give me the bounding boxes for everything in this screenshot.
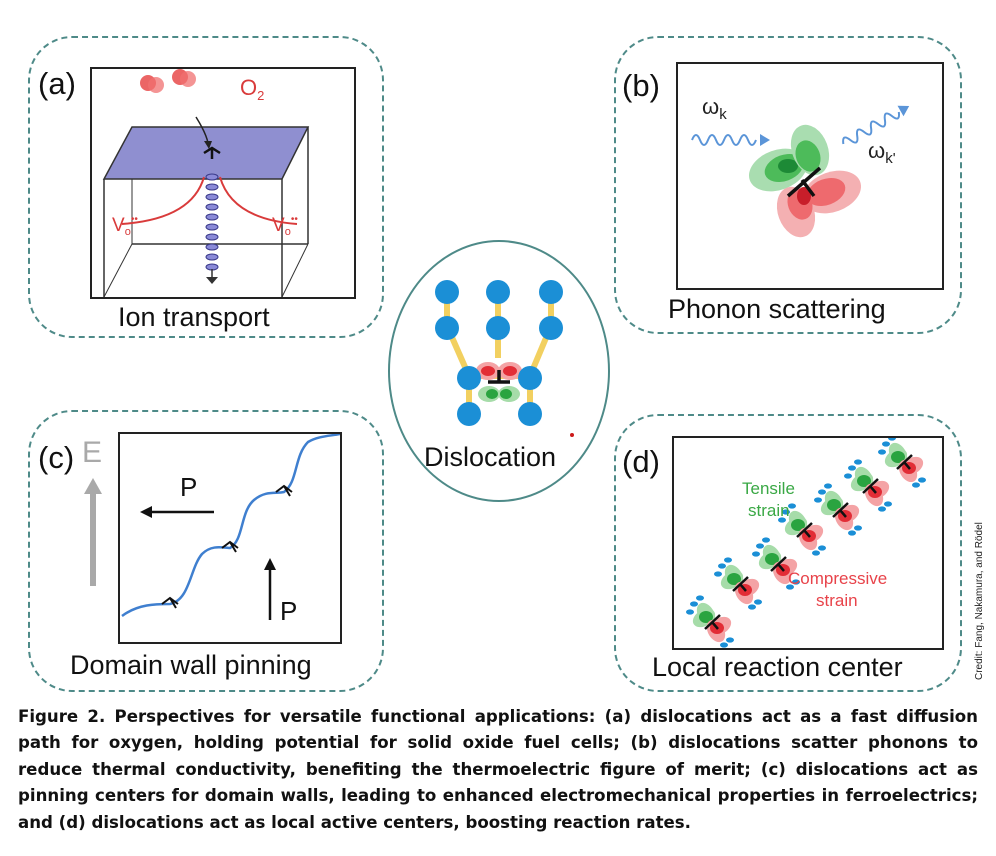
panel-a-frame: O2 Vo•• Vo••	[90, 67, 356, 299]
domain-wall-line	[121, 432, 341, 618]
panel-b-title: Phonon scattering	[668, 294, 886, 324]
omega-k-label: ω	[702, 94, 719, 119]
oxygen-vacancy-column	[205, 173, 219, 271]
compressive-strain-label: strain	[816, 591, 858, 610]
domain-wall-diagram: P P	[121, 432, 341, 626]
incident-phonon-wave	[691, 134, 757, 146]
active-site	[712, 556, 764, 611]
panel-b: (b) ωk ωk' Ph	[614, 36, 962, 334]
pinning-site	[221, 540, 239, 553]
oxygen-atom	[148, 77, 164, 93]
dislocation-symbol	[786, 166, 822, 198]
lattice-atoms	[435, 280, 563, 426]
vacancy-left-sub: o	[125, 226, 131, 238]
panel-b-label: (b)	[622, 68, 660, 103]
omega-k-sub: k	[719, 106, 727, 123]
active-site	[684, 594, 736, 649]
center-title: Dislocation	[424, 442, 557, 472]
tensile-strain-label: strain	[748, 501, 790, 520]
vacancy-right-label: V	[272, 215, 285, 236]
svg-text:Vo••: Vo••	[112, 214, 138, 238]
svg-text:Vo••: Vo••	[272, 214, 298, 238]
phonon-scattering-diagram: ωk ωk'	[691, 94, 910, 238]
panel-d-title: Local reaction center	[652, 652, 903, 682]
field-e-label: E	[82, 436, 103, 469]
panel-d-frame: Tensile strain Compressive strain	[672, 434, 944, 650]
vacancy-left-sup: ••	[131, 214, 139, 225]
panel-c-label: (c)	[38, 440, 75, 475]
polarization-arrow-up	[264, 558, 276, 570]
panel-d: (d)	[614, 414, 962, 692]
panel-a-title: Ion transport	[118, 302, 270, 332]
active-site	[842, 458, 894, 513]
panel-c: (c) P P E Domain wall pinning	[28, 410, 384, 692]
o2-label: O	[240, 75, 257, 100]
ion-transport-diagram: O2 Vo•• Vo••	[102, 69, 310, 298]
o2-subscript: 2	[257, 88, 264, 103]
oxygen-atom	[180, 71, 196, 87]
panel-c-title: Domain wall pinning	[70, 650, 312, 680]
omega-kp-label: ω	[868, 138, 885, 163]
polarization-up-label: P	[280, 596, 297, 626]
dislocation-symbol	[203, 146, 221, 159]
compressive-label: Compressive	[788, 569, 887, 588]
image-credit: Credit: Fang, Nakamura, and Rödel	[974, 522, 985, 680]
dislocation-symbol	[488, 370, 510, 384]
svg-text:ωk': ωk'	[868, 138, 896, 167]
polarization-arrow-left	[140, 506, 152, 518]
polarization-left-label: P	[180, 472, 197, 502]
field-arrow	[84, 478, 102, 494]
svg-text:ωk: ωk	[702, 94, 727, 123]
panel-c-frame: P P	[118, 432, 342, 644]
active-site	[876, 434, 928, 489]
pinning-site	[161, 596, 179, 609]
strain-field-lobes	[476, 362, 522, 402]
omega-kp-sub: k'	[885, 150, 896, 167]
strain-field-lobes	[748, 124, 862, 238]
panel-d-label: (d)	[622, 444, 660, 479]
vacancy-right-sub: o	[285, 226, 291, 238]
vacancy-left-label: V	[112, 215, 125, 236]
panel-a-label: (a)	[38, 66, 76, 101]
figure-caption: Figure 2. Perspectives for versatile fun…	[18, 707, 978, 832]
reaction-center-diagram: Tensile strain Compressive strain	[684, 434, 928, 649]
dislocation-center: Dislocation	[388, 240, 610, 502]
dislocation-lattice	[435, 280, 574, 437]
svg-text:O2: O2	[240, 75, 264, 103]
vacancy-right-sup: ••	[291, 214, 299, 225]
panel-b-frame: ωk ωk'	[676, 62, 944, 290]
scattered-phonon-wave	[842, 111, 901, 145]
panel-a: (a)	[28, 36, 384, 338]
tensile-label: Tensile	[742, 479, 795, 498]
pinning-site	[275, 484, 293, 497]
